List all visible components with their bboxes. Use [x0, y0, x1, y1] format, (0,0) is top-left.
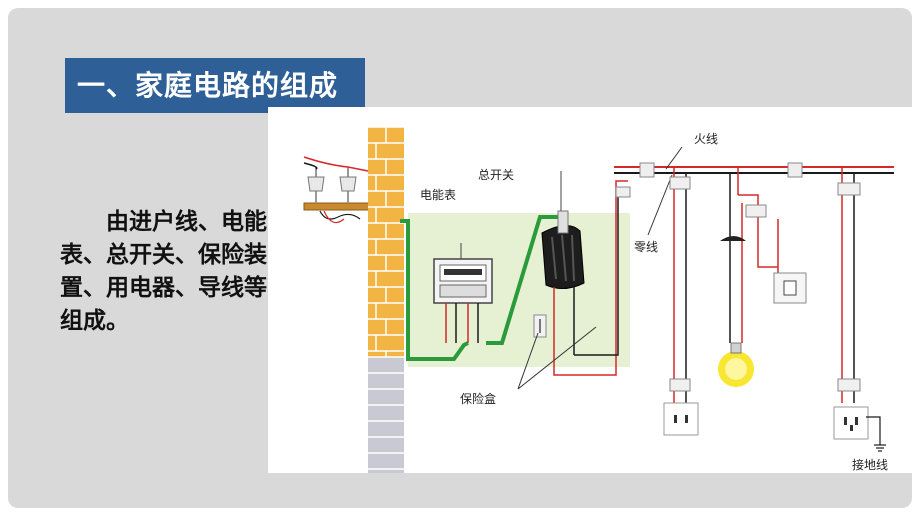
slide: 一、家庭电路的组成 由进户线、电能表、总开关、保险装置、用电器、导线等组成。	[8, 8, 912, 508]
main-switch-label: 总开关	[478, 168, 514, 182]
live-feed	[553, 180, 628, 376]
circuit-diagram-svg: 电能表 总开关 火线 零线 保险盒 接地线	[303, 126, 894, 473]
fuse-box-label: 保险盒	[460, 391, 496, 406]
wall-switch	[773, 219, 807, 304]
brick-wall	[368, 126, 404, 473]
slide-title: 一、家庭电路的组成	[65, 58, 365, 113]
outlet-right-branch	[833, 167, 886, 452]
lamp-branch	[718, 167, 778, 387]
main-switch	[541, 171, 585, 361]
ground-wire-label: 接地线	[852, 457, 888, 472]
service-line	[400, 219, 469, 361]
fuse-box	[517, 314, 597, 390]
circuit-diagram: 电能表 总开关 火线 零线 保险盒 接地线	[268, 107, 912, 473]
outlet-left-branch	[663, 167, 699, 436]
body-text: 由进户线、电能表、总开关、保险装置、用电器、导线等组成。	[60, 209, 267, 334]
live-wire-label: 火线	[694, 132, 718, 146]
meter-label: 电能表	[420, 188, 456, 202]
neutral-wire-label: 零线	[634, 240, 658, 254]
energy-meter	[433, 243, 493, 343]
service-line-2	[486, 215, 562, 345]
